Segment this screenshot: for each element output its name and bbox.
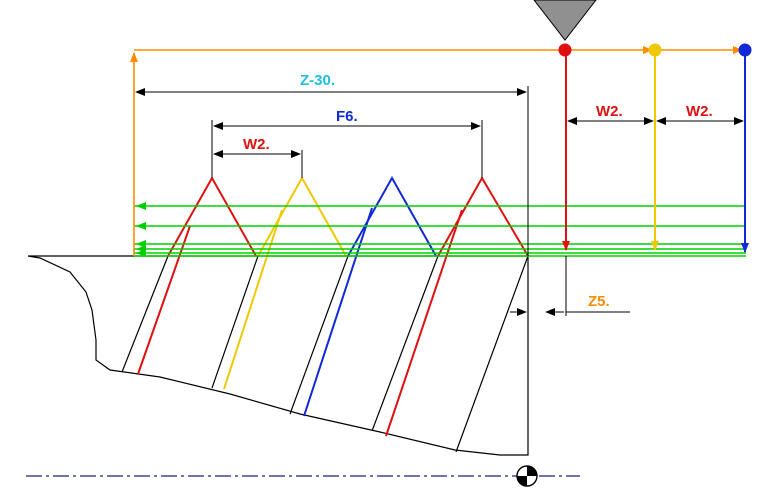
pitch-right-label: W2. — [686, 103, 713, 120]
z-length-label: Z-30. — [300, 72, 335, 89]
origin-symbol — [516, 465, 538, 487]
start-point-blue — [738, 43, 752, 57]
helix-line-yellow — [223, 209, 283, 390]
pitch-left-label: W2. — [243, 136, 270, 153]
infeed-passes — [134, 205, 746, 257]
helix-line-blue — [303, 207, 373, 417]
helix-line-red-2 — [385, 209, 463, 437]
lead-label: F6. — [336, 108, 358, 125]
pitch-mid-label: W2. — [596, 103, 623, 120]
workpiece-outline — [27, 255, 529, 456]
infeed-arrows — [136, 202, 146, 257]
helix-lines-black — [121, 255, 529, 453]
thread-crest-blue — [347, 175, 437, 257]
start-point-yellow — [648, 43, 662, 57]
threading-tool-insert — [533, 0, 597, 41]
z-offset-label: Z5. — [588, 293, 610, 310]
helix-line-red-1 — [137, 225, 191, 375]
start-point-red — [558, 43, 572, 57]
